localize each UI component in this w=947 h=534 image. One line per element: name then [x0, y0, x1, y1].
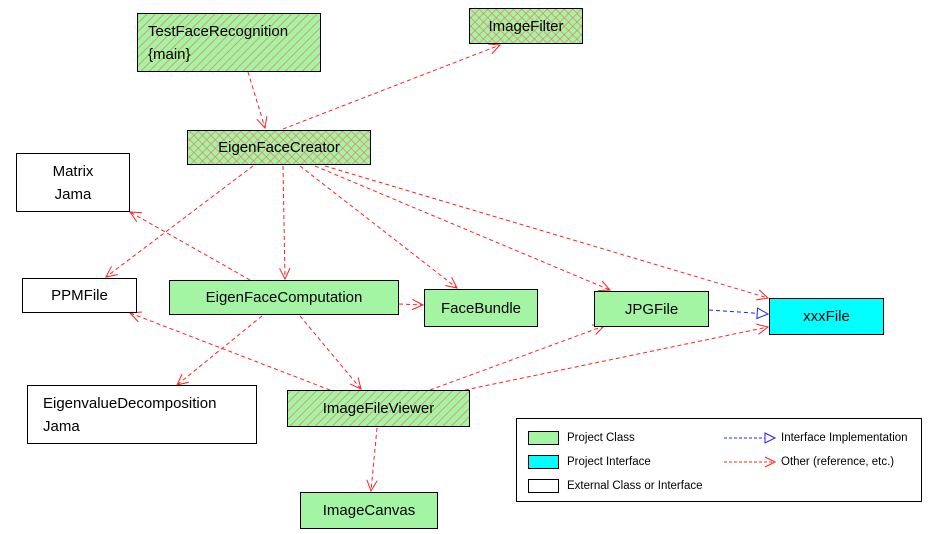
edge-imagefileviewer-to-imagecanvas — [366, 427, 378, 493]
edge-eigenfacecomputation-to-imagefileviewer — [299, 315, 362, 390]
edge-eigenfacecreator-to-eigenfacecomputation — [279, 165, 291, 281]
node-label: Matrix — [52, 162, 94, 180]
node-ppmfile[interactable]: PPMFile — [22, 278, 137, 313]
edge-testfacerecognition-to-eigenfacecreator — [247, 71, 268, 130]
node-sublabel: Jama — [54, 185, 92, 203]
node-label: ImageFilter — [488, 17, 564, 35]
edge-jpgfile-to-xxxfile — [708, 307, 770, 320]
node-label: FaceBundle — [440, 299, 522, 317]
edge-eigenfacecreator-to-ppmfile — [105, 165, 254, 278]
edge-eigenfacecreator-to-xxxfile — [324, 165, 770, 301]
node-test-face-recognition[interactable]: TestFaceRecognition {main} — [137, 13, 321, 72]
legend-label-project-interface: Project Interface — [567, 456, 651, 468]
arrowhead-icon — [279, 267, 291, 281]
node-jpgfile[interactable]: JPGFile — [594, 291, 709, 327]
node-eigen-face-computation[interactable]: EigenFaceComputation — [169, 280, 399, 315]
legend-label-reference: Other (reference, etc.) — [781, 456, 895, 468]
node-label: EigenFaceCreator — [218, 139, 340, 156]
edge-eigenfacecomputation-to-matrix — [128, 211, 251, 281]
arrowhead-icon — [128, 311, 143, 323]
node-sublabel: Jama — [43, 417, 80, 435]
legend-label-implementation: Interface Implementation — [781, 432, 908, 444]
arrowhead-icon — [128, 211, 143, 223]
arrowhead-icon — [487, 43, 502, 55]
arrowhead-icon — [411, 298, 425, 311]
node-face-bundle[interactable]: FaceBundle — [424, 289, 538, 327]
node-image-canvas[interactable]: ImageCanvas — [300, 492, 438, 529]
arrowhead-icon — [756, 289, 770, 301]
node-label: JPGFile — [624, 300, 679, 318]
legend-swatch-project-interface — [528, 455, 559, 469]
arrowhead-icon — [349, 377, 362, 390]
legend-implementation-arrow-icon — [724, 432, 777, 444]
node-label: EigenFaceComputation — [205, 289, 363, 306]
edge-imagefileviewer-to-xxxfile — [464, 323, 770, 391]
node-eigen-face-creator[interactable]: EigenFaceCreator — [187, 130, 371, 165]
node-xxx-file[interactable]: xxxFile — [769, 298, 884, 335]
edge-eigenfacecreator-to-imagefilter — [282, 43, 502, 130]
arrowhead-icon — [105, 266, 118, 278]
arrowhead-icon — [756, 323, 770, 335]
legend: Project Class Project Interface External… — [516, 418, 922, 502]
node-image-file-viewer[interactable]: ImageFileViewer — [287, 390, 470, 427]
legend-reference-arrow-icon — [724, 456, 777, 468]
legend-label-project-class: Project Class — [567, 432, 635, 444]
arrowhead-icon — [445, 277, 458, 289]
legend-label-external: External Class or Interface — [567, 480, 703, 492]
node-label: EigenvalueDecomposition — [43, 394, 217, 412]
edge-eigenfacecomputation-to-facebundle — [398, 298, 425, 311]
node-image-filter[interactable]: ImageFilter — [469, 8, 583, 44]
arrowhead-icon — [597, 280, 612, 292]
edge-eigenfacecreator-to-facebundle — [299, 165, 458, 289]
arrowhead-icon — [366, 479, 378, 493]
edge-eigenfacecreator-to-jpgfile — [314, 165, 612, 292]
legend-swatch-project-class — [528, 431, 559, 445]
node-label: TestFaceRecognition — [148, 22, 289, 40]
node-label: ImageCanvas — [322, 502, 416, 519]
node-label: ImageFileViewer — [322, 400, 435, 417]
edge-imagefileviewer-to-ppmfile — [128, 311, 331, 391]
arrowhead-icon — [756, 307, 770, 320]
edge-imagefileviewer-to-jpgfile — [429, 324, 606, 391]
node-sublabel: {main} — [148, 45, 191, 63]
node-label: PPMFile — [51, 287, 108, 304]
legend-swatch-external — [528, 479, 559, 493]
edge-eigenfacecomputation-to-eigenvaluedecomposition — [176, 315, 263, 386]
node-label: xxxFile — [803, 308, 850, 325]
arrowhead-icon — [256, 116, 268, 130]
